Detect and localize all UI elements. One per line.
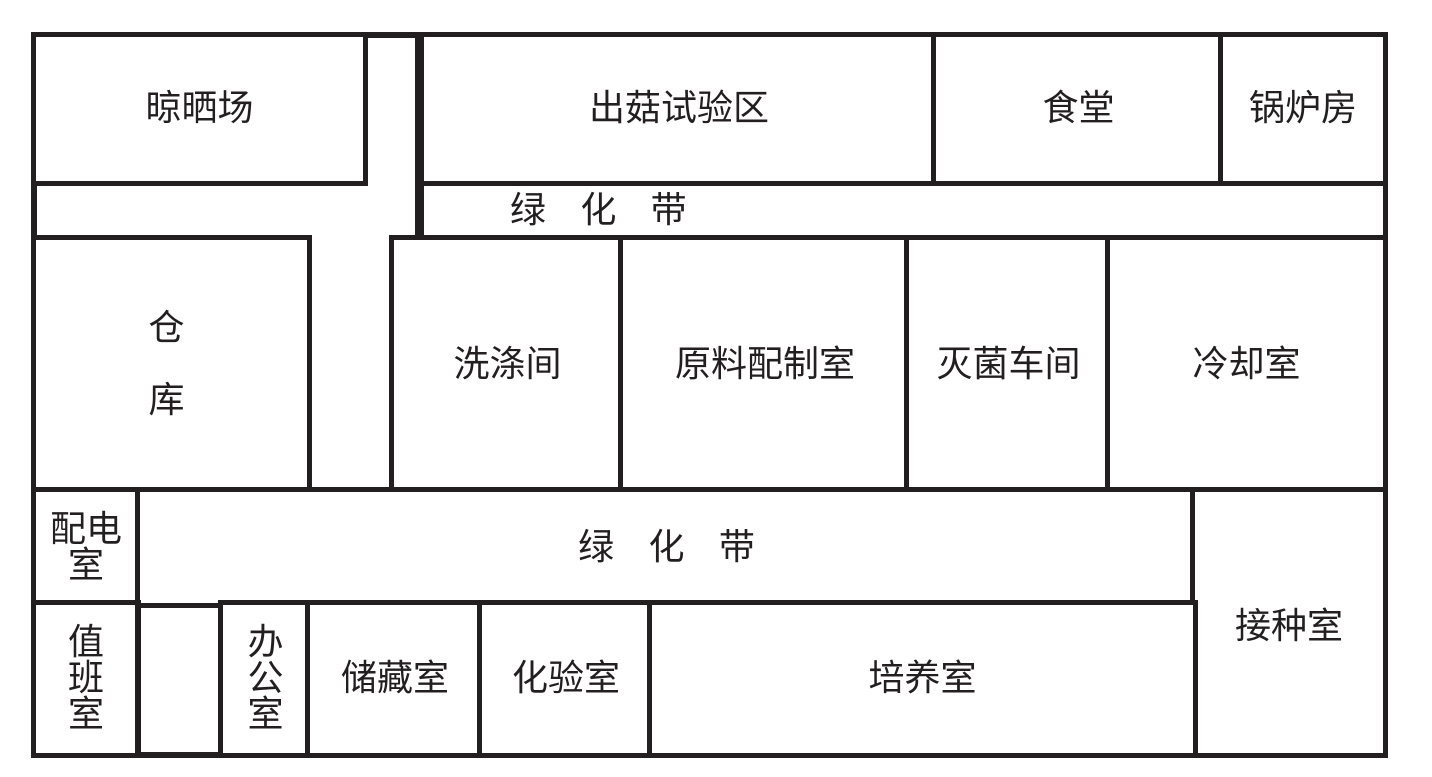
room-label-washing: 洗涤间 xyxy=(453,343,562,385)
room-trial-area: 出菇试验区 xyxy=(419,32,939,186)
room-label-trial-area: 出菇试验区 xyxy=(588,88,769,129)
room-label-drying-yard: 晾晒场 xyxy=(145,88,254,129)
room-sterilization: 灭菌车间 xyxy=(904,235,1113,494)
room-culture: 培养室 xyxy=(647,600,1198,758)
room-label-inoculation: 接种室 xyxy=(1234,605,1343,647)
green-belt-middle-label: 绿 化 带 xyxy=(578,526,755,568)
room-cooling: 冷却室 xyxy=(1105,235,1388,494)
room-label-canteen: 食堂 xyxy=(1042,88,1115,129)
green-belt-top-label: 绿 化 带 xyxy=(510,189,687,231)
room-label-warehouse: 仓 库 xyxy=(148,307,185,421)
room-office: 办 公 室 xyxy=(218,600,313,758)
room-washing: 洗涤间 xyxy=(389,235,626,494)
road-wall-lower-left xyxy=(135,600,141,758)
room-label-culture: 培养室 xyxy=(868,658,977,699)
room-label-office: 办 公 室 xyxy=(247,622,284,735)
room-material-prep: 原料配制室 xyxy=(618,235,912,494)
room-label-boiler: 锅炉房 xyxy=(1248,88,1357,129)
room-duty: 值 班 室 xyxy=(31,600,141,758)
room-warehouse: 仓 库 xyxy=(31,235,312,494)
room-inoculation: 接种室 xyxy=(1190,487,1388,758)
room-label-cooling: 冷却室 xyxy=(1192,343,1301,385)
room-storage: 储藏室 xyxy=(305,600,485,758)
room-power: 配电 室 xyxy=(31,487,141,608)
green-belt-middle: 绿 化 带 xyxy=(135,487,1198,608)
room-drying-yard: 晾晒场 xyxy=(31,32,368,186)
room-label-duty: 值 班 室 xyxy=(67,622,104,735)
room-lab: 化验室 xyxy=(477,600,655,758)
road-wall-upper xyxy=(415,32,421,240)
room-label-lab: 化验室 xyxy=(511,658,620,699)
room-label-power: 配电 室 xyxy=(49,508,122,586)
room-canteen: 食堂 xyxy=(931,32,1226,186)
room-label-storage: 储藏室 xyxy=(340,658,449,699)
room-label-sterilization: 灭菌车间 xyxy=(936,343,1081,385)
room-label-material-prep: 原料配制室 xyxy=(674,343,855,385)
green-belt-top: 绿 化 带 xyxy=(419,181,1388,240)
room-boiler: 锅炉房 xyxy=(1218,32,1388,186)
